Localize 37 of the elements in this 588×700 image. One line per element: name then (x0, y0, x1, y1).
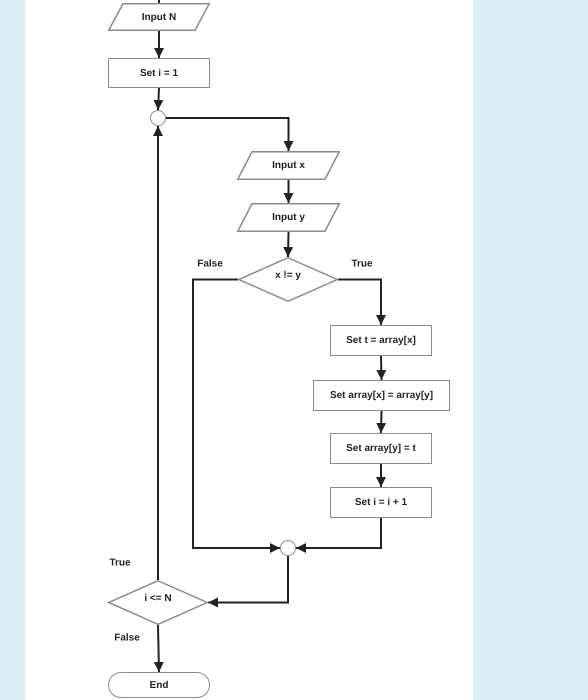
edge-label: False (196, 258, 224, 270)
decision-diamond (238, 257, 338, 302)
node-label: i <= N (144, 593, 172, 604)
arrow (153, 126, 163, 580)
node-label: Set array[x] = array[y] (330, 390, 434, 401)
arrow (296, 518, 382, 553)
terminator (108, 672, 210, 698)
arrow (376, 464, 386, 487)
edge-label: True (108, 558, 132, 568)
arrow (376, 356, 386, 380)
node-label: Input x (272, 160, 305, 171)
process-box (330, 487, 432, 518)
process-box (108, 58, 210, 88)
process-box (330, 433, 432, 464)
arrow (192, 278, 280, 553)
decision-diamond (108, 580, 208, 625)
arrow (283, 232, 294, 258)
process-box (330, 325, 432, 356)
arrow (338, 278, 386, 325)
arrow (284, 180, 294, 203)
process-box (313, 380, 450, 411)
node-label: Set t = array[x] (346, 335, 416, 346)
node-label: Set array[y] = t (346, 443, 416, 454)
node-label: Input y (272, 212, 305, 223)
edge-label: True (350, 258, 374, 270)
edge-label: False (113, 632, 141, 644)
arrow (166, 117, 294, 151)
node-label: Set i = i + 1 (354, 497, 408, 508)
node-label: Set i = 1 (140, 68, 178, 78)
node-label: x != y (275, 270, 301, 281)
arrow (208, 556, 289, 608)
arrow (376, 410, 386, 434)
arrow (154, 624, 164, 672)
arrow (153, 88, 164, 110)
node-label: End (150, 680, 168, 690)
arrow (154, 31, 164, 58)
node-label: Input N (142, 12, 176, 22)
